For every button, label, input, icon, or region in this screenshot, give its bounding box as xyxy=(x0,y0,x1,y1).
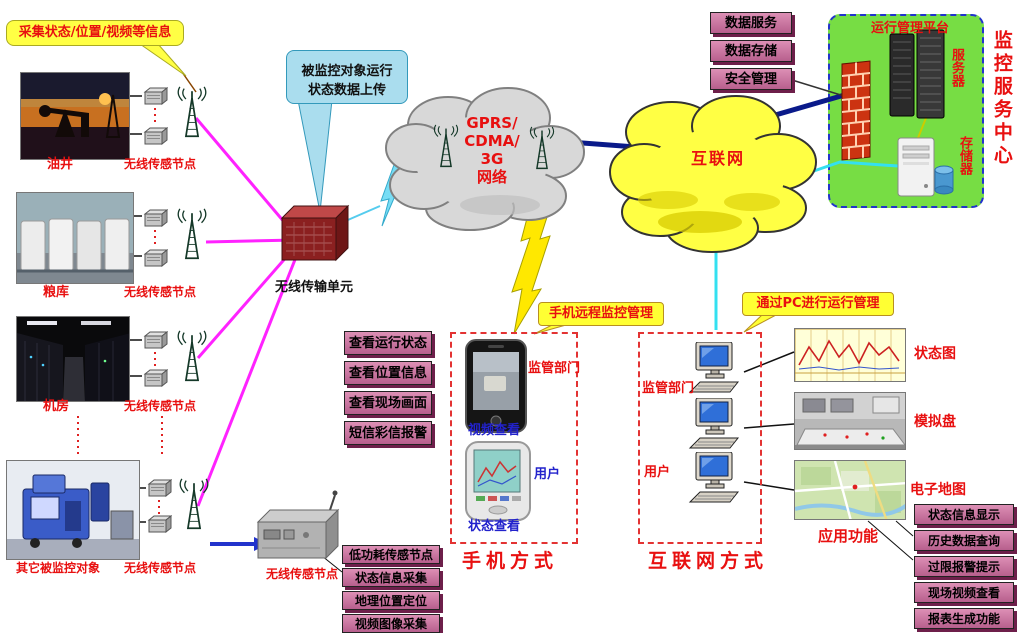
sensor-node-icon xyxy=(144,331,168,349)
storage-label: 存储器 xyxy=(956,136,972,175)
sensor-nodes-label: 无线传感节点 xyxy=(123,285,196,299)
function-item: 过限报警提示 xyxy=(914,556,1014,577)
sensor-cluster-other xyxy=(148,478,209,533)
mobile-caption: 手机方式 xyxy=(462,550,559,572)
granary-label: 粮库 xyxy=(42,285,69,300)
sensor-menu-item: 地理位置定位 xyxy=(342,591,440,610)
pc-banner: 通过PC进行运行管理 xyxy=(742,292,894,316)
service-item: 数据服务 xyxy=(710,12,792,34)
function-item: 报表生成功能 xyxy=(914,608,1014,629)
sensor-node-icon xyxy=(148,479,172,497)
electronic-map-photo xyxy=(794,460,906,520)
granary-photo xyxy=(16,192,134,284)
status-chart-photo xyxy=(794,328,906,382)
sensor-menu-item: 低功耗传感节点 xyxy=(342,545,440,564)
gprs-to-internet-link xyxy=(555,138,651,151)
sensor-node-icon xyxy=(144,209,168,227)
mobile-menu-item: 查看运行状态 xyxy=(344,331,432,355)
monitoring-center-title: 监控服务中心 xyxy=(990,30,1013,168)
upload-callout-tail xyxy=(297,99,333,213)
sensor-node-icon xyxy=(144,249,168,267)
sensor-cluster-granary xyxy=(144,208,207,267)
sensor-node-icon xyxy=(144,87,168,105)
callout-to-antenna-link xyxy=(181,71,197,93)
function-item: 历史数据查询 xyxy=(914,530,1014,551)
server-room-photo xyxy=(16,316,130,402)
server-room-label: 机房 xyxy=(42,399,69,414)
sensor-node-icon xyxy=(144,369,168,387)
machine-photo xyxy=(6,460,140,560)
pc-group-box xyxy=(638,332,762,544)
gprs-cloud-label: GPRS/ CDMA/ 3G 网络 xyxy=(464,114,520,186)
other-objects-label: 其它被监控对象 xyxy=(15,561,100,575)
function-item: 状态信息显示 xyxy=(914,504,1014,525)
lightning-cyan-icon xyxy=(380,159,405,227)
collect-info-callout: 采集状态/位置/视频等信息 xyxy=(6,20,184,46)
app-functions-title: 应用功能 xyxy=(818,527,879,545)
sim-panel-label: 模拟盘 xyxy=(914,414,956,430)
mobile-menu-item: 查看位置信息 xyxy=(344,361,432,385)
oil-well-label: 油井 xyxy=(46,157,73,172)
sensor-nodes-label: 无线传感节点 xyxy=(123,399,196,413)
sensor-nodes-label: 无线传感节点 xyxy=(123,157,196,171)
mobile-menu-item: 查看现场画面 xyxy=(344,391,432,415)
upload-status-callout: 被监控对象运行 状态数据上传 xyxy=(286,50,408,104)
sensor-node-icon xyxy=(148,515,172,533)
transmission-unit-icon xyxy=(280,204,350,262)
e-map-label: 电子地图 xyxy=(910,482,966,498)
wireless-sensor-device-icon xyxy=(256,490,340,560)
antenna-icon xyxy=(177,208,207,260)
simulation-panel-photo xyxy=(794,392,906,450)
pc-banner-tail xyxy=(743,314,777,333)
sensor-node-icon xyxy=(144,127,168,145)
blue-arrow-link xyxy=(210,537,268,551)
pc-caption: 互联网方式 xyxy=(648,550,769,572)
platform-title: 运行管理平台 xyxy=(870,21,949,36)
sensor-menu-item: 状态信息采集 xyxy=(342,568,440,587)
antenna-icon xyxy=(179,478,209,530)
sensor-menu-item: 视频图像采集 xyxy=(342,614,440,633)
unit-to-gprs-link xyxy=(333,205,381,227)
magenta-wireless-links xyxy=(194,117,300,507)
service-item: 安全管理 xyxy=(710,68,792,90)
pc-dept-label: 监管部门 xyxy=(642,381,695,396)
server-label: 服务器 xyxy=(948,48,964,87)
pc-user-label: 用户 xyxy=(644,465,671,480)
internet-cloud xyxy=(609,95,817,253)
transmission-unit-label: 无线传输单元 xyxy=(274,280,353,295)
sensor-cluster-oilwell xyxy=(144,86,207,145)
mobile-menu-item: 短信彩信报警 xyxy=(344,421,432,445)
video-view-label: 视频查看 xyxy=(468,423,521,438)
wireless-sensor-device-label: 无线传感节点 xyxy=(265,567,338,581)
status-chart-label: 状态图 xyxy=(914,346,956,362)
mobile-banner: 手机远程监控管理 xyxy=(538,302,664,326)
antenna-icon xyxy=(177,330,207,382)
mobile-dept-label: 监管部门 xyxy=(528,361,581,376)
antenna-icon xyxy=(177,86,207,138)
internet-cloud-label: 互联网 xyxy=(690,149,745,168)
sensor-nodes-label: 无线传感节点 xyxy=(123,561,196,575)
mobile-user-label: 用户 xyxy=(534,467,561,482)
status-view-label: 状态查看 xyxy=(468,519,521,534)
function-item: 现场视频查看 xyxy=(914,582,1014,603)
oil-well-photo xyxy=(20,72,130,160)
service-item: 数据存储 xyxy=(710,40,792,62)
sensor-cluster-serverroom xyxy=(144,330,207,387)
collect-callout-tail xyxy=(138,43,187,77)
